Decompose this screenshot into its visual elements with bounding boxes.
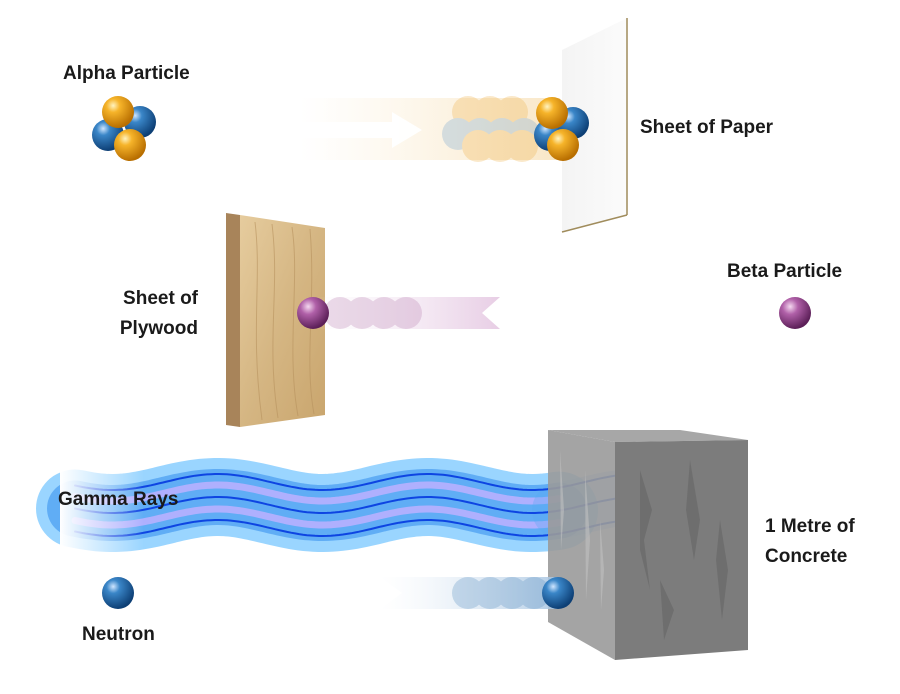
sheet-of-plywood: [226, 213, 325, 427]
plywood-label-line2: Plywood: [120, 318, 198, 339]
gamma-rays-label: Gamma Rays: [58, 489, 178, 510]
arrow-right-icon: [302, 112, 422, 148]
beta-particle-stopped-icon: [297, 297, 329, 329]
sheet-of-paper: [561, 18, 628, 233]
alpha-particle-stopped-icon: [534, 97, 589, 161]
concrete-block: [548, 430, 748, 660]
neutron-label: Neutron: [82, 624, 155, 645]
neutron-motion-trail: [380, 577, 558, 609]
beta-motion-trail: [313, 297, 500, 329]
neutron-stopped-icon: [542, 577, 574, 609]
beta-particle-label: Beta Particle: [727, 261, 842, 282]
concrete-label-line1: 1 Metre of: [765, 516, 855, 537]
plywood-label-line1: Sheet of: [123, 288, 199, 309]
alpha-particle-icon: [92, 96, 156, 161]
alpha-motion-trail: [300, 96, 560, 162]
alpha-particle-label: Alpha Particle: [63, 63, 190, 84]
concrete-label-line2: Concrete: [765, 546, 847, 567]
sheet-of-paper-label: Sheet of Paper: [640, 117, 774, 138]
beta-particle-icon: [779, 297, 811, 329]
neutron-icon: [102, 577, 134, 609]
